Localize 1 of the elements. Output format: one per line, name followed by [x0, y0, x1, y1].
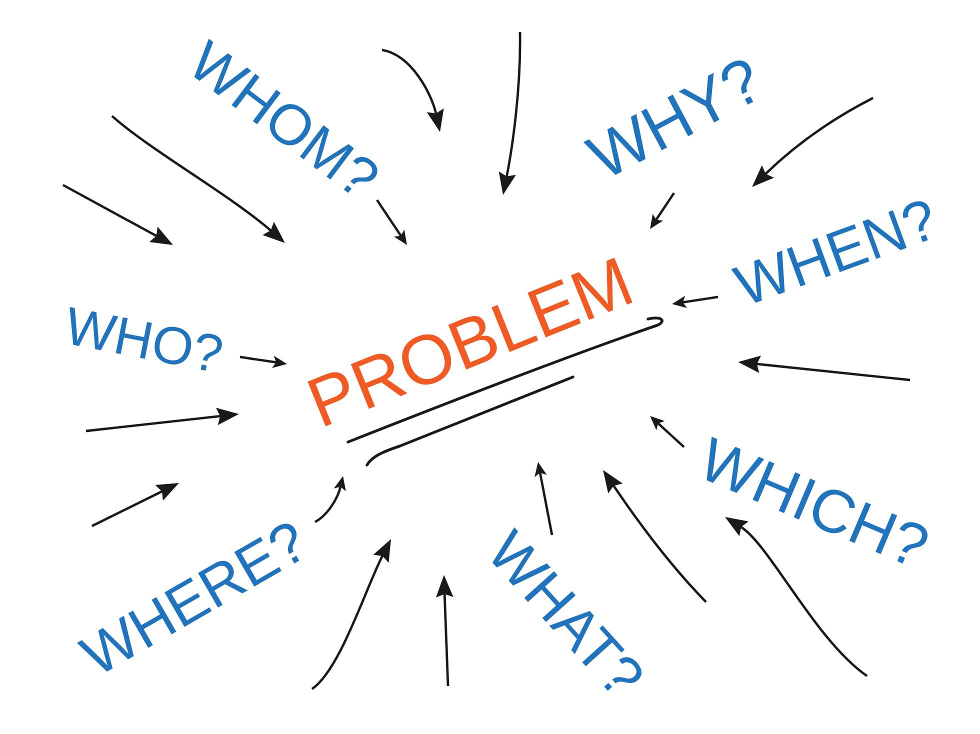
question-word: WHO? [70, 307, 222, 371]
